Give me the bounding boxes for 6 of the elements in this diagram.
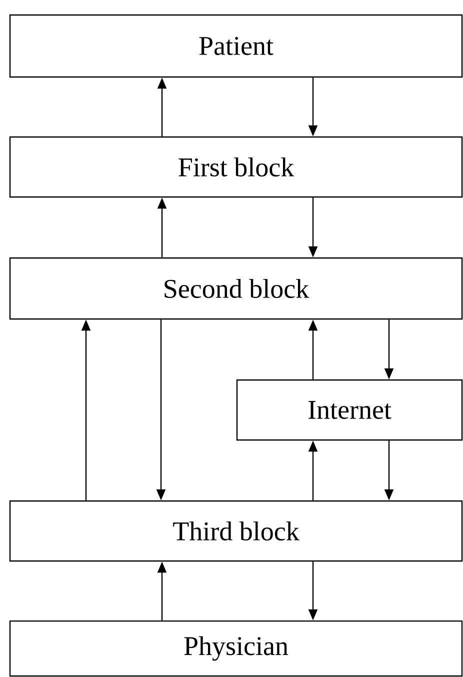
process-box: Third block: [9, 500, 463, 562]
process-box: First block: [9, 136, 463, 198]
process-box: Internet: [236, 379, 463, 441]
process-box: Patient: [9, 14, 463, 78]
process-box: Second block: [9, 257, 463, 320]
process-box: Physician: [9, 620, 463, 677]
